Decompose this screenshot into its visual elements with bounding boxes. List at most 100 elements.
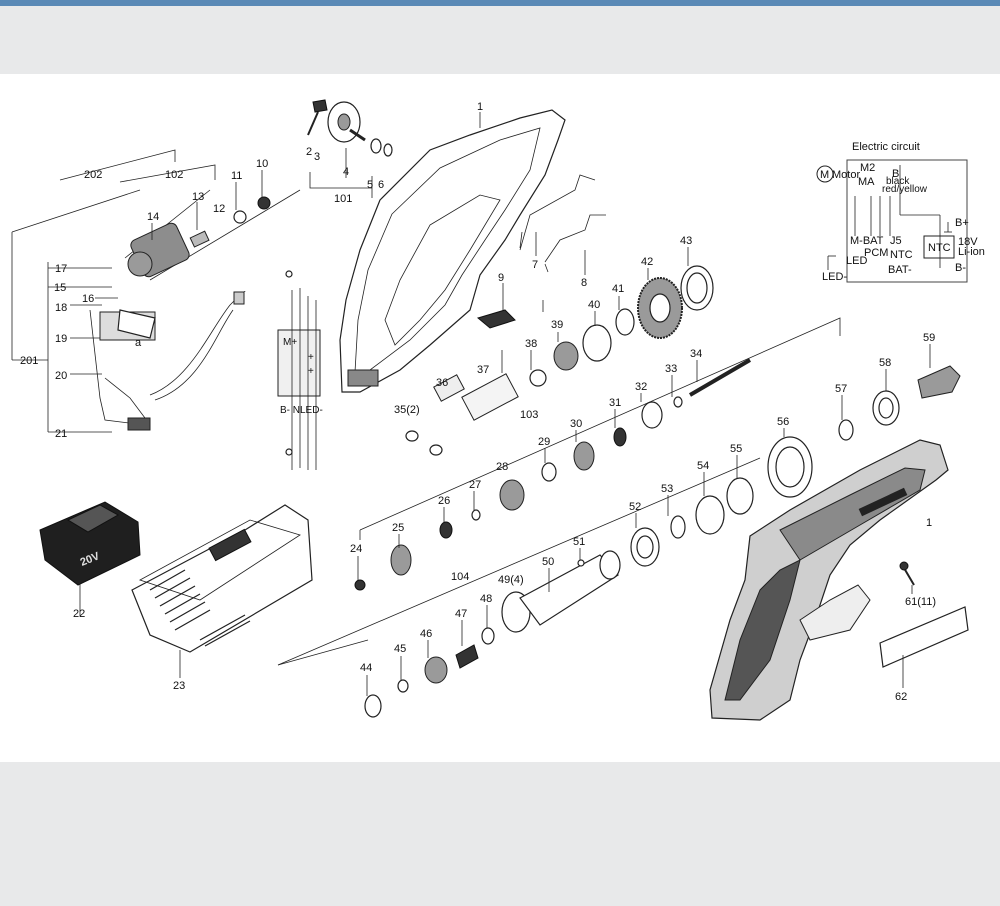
callout-201: 201 bbox=[20, 355, 38, 367]
assembled-drill-body bbox=[709, 439, 949, 721]
callout-35: 35(2) bbox=[394, 404, 420, 416]
callout-2: 2 bbox=[306, 146, 312, 158]
callout-10: 10 bbox=[256, 158, 268, 170]
callout-37: 37 bbox=[477, 364, 489, 376]
callout-11: 11 bbox=[231, 170, 242, 182]
svg-text:18V: 18V bbox=[958, 236, 978, 248]
svg-text:B-: B- bbox=[955, 262, 966, 274]
callout-42: 42 bbox=[641, 256, 653, 268]
callout-34: 34 bbox=[690, 348, 702, 360]
callout-44: 44 bbox=[360, 662, 372, 674]
callout-22: 22 bbox=[73, 608, 85, 620]
electric-circuit-schematic: Electric circuit M Motor M2 MA B black r… bbox=[816, 141, 985, 283]
callout-20: 20 bbox=[55, 370, 67, 382]
motor-assembly bbox=[89, 196, 271, 431]
svg-text:M: M bbox=[820, 169, 829, 181]
svg-text:B: B bbox=[892, 168, 899, 180]
housing-left-half bbox=[339, 109, 566, 393]
callout-47: 47 bbox=[455, 608, 467, 620]
callout-33: 33 bbox=[665, 363, 677, 375]
svg-text:PCM: PCM bbox=[864, 247, 888, 259]
callout-58: 58 bbox=[879, 357, 891, 369]
callout-43: 43 bbox=[680, 235, 692, 247]
callout-38: 38 bbox=[525, 338, 537, 350]
callout-40: 40 bbox=[588, 299, 600, 311]
callout-23: 23 bbox=[173, 680, 185, 692]
callout-29: 29 bbox=[538, 436, 550, 448]
svg-text:M+: M+ bbox=[283, 337, 297, 348]
callout-30: 30 bbox=[570, 418, 582, 430]
callout-52: 52 bbox=[629, 501, 641, 513]
callout-17: 17 bbox=[55, 263, 67, 275]
svg-text:B- NLED-: B- NLED- bbox=[280, 405, 323, 416]
circuit-title: Electric circuit bbox=[852, 141, 920, 153]
callout-25: 25 bbox=[392, 522, 404, 534]
callout-56: 56 bbox=[777, 416, 789, 428]
callout-26: 26 bbox=[438, 495, 450, 507]
callout-36: 36 bbox=[436, 377, 448, 389]
window-top-bar bbox=[0, 0, 1000, 6]
part-9-bracket bbox=[476, 309, 516, 329]
callout-55: 55 bbox=[730, 443, 742, 455]
callout-5: 5 bbox=[367, 179, 373, 191]
callout-54: 54 bbox=[697, 460, 709, 472]
callout-39: 39 bbox=[551, 319, 563, 331]
callout-19: 19 bbox=[55, 333, 67, 345]
svg-text:J5: J5 bbox=[890, 235, 902, 247]
ntc-box bbox=[923, 235, 955, 259]
callout-51: 51 bbox=[573, 536, 585, 548]
callout-9: 9 bbox=[498, 272, 504, 284]
gearbox-parts-middle bbox=[354, 396, 683, 591]
callout-28: 28 bbox=[496, 461, 508, 473]
callout-7: 7 bbox=[532, 259, 538, 271]
svg-text:MA: MA bbox=[858, 176, 875, 188]
callout-1-assembled: 1 bbox=[926, 517, 932, 529]
circuit-frame bbox=[846, 159, 968, 283]
callout-13: 13 bbox=[192, 191, 204, 203]
pcb-module: M+ + + B- NLED- bbox=[277, 270, 323, 470]
callout-102: 102 bbox=[165, 169, 183, 181]
svg-text:LED-: LED- bbox=[822, 271, 847, 283]
svg-text:Li-ion: Li-ion bbox=[958, 246, 985, 258]
callout-62: 62 bbox=[895, 691, 907, 703]
callout-14: 14 bbox=[147, 211, 159, 223]
callout-50: 50 bbox=[542, 556, 554, 568]
motor-mount-parts bbox=[307, 99, 393, 157]
callout-48: 48 bbox=[480, 593, 492, 605]
callout-45: 45 bbox=[394, 643, 406, 655]
svg-text:+: + bbox=[308, 366, 314, 377]
callout-202: 202 bbox=[84, 169, 102, 181]
svg-text:black: black bbox=[886, 176, 910, 187]
svg-text:+: + bbox=[308, 352, 314, 363]
exploded-parts-diagram: Electric circuit M Motor M2 MA B black r… bbox=[11, 99, 985, 721]
callout-53: 53 bbox=[661, 483, 673, 495]
diagram-sheet: Electric circuit M Motor M2 MA B black r… bbox=[0, 74, 1000, 762]
callout-49: 49(4) bbox=[498, 574, 524, 586]
callout-59: 59 bbox=[923, 332, 935, 344]
callout-103: 103 bbox=[520, 409, 538, 421]
svg-text:B+: B+ bbox=[955, 217, 969, 229]
callout-101: 101 bbox=[334, 193, 352, 205]
svg-text:NTC: NTC bbox=[890, 249, 913, 261]
callout-leaders bbox=[79, 112, 931, 696]
callout-27: 27 bbox=[469, 479, 481, 491]
svg-text:Motor: Motor bbox=[832, 169, 860, 181]
charger bbox=[131, 504, 313, 653]
callout-61: 61(11) bbox=[905, 596, 936, 608]
callout-3: 3 bbox=[314, 151, 320, 163]
callout-41: 41 bbox=[612, 283, 624, 295]
callout-15: 15 bbox=[54, 282, 66, 294]
callout-8: 8 bbox=[581, 277, 587, 289]
gearbox-parts-upper bbox=[405, 265, 752, 456]
callout-31: 31 bbox=[609, 397, 621, 409]
callout-labels: 1 2 3 4 5 6 101 7 8 9 10 11 12 13 14 15 … bbox=[20, 101, 936, 703]
callout-32: 32 bbox=[635, 381, 647, 393]
callout-a: a bbox=[135, 337, 142, 349]
gearbox-parts-lower bbox=[364, 550, 621, 718]
callout-104: 104 bbox=[451, 571, 469, 583]
callout-57: 57 bbox=[835, 383, 847, 395]
callout-46: 46 bbox=[420, 628, 432, 640]
screw-and-label bbox=[879, 561, 969, 668]
svg-text:red/yellow: red/yellow bbox=[882, 184, 928, 195]
callout-12: 12 bbox=[213, 203, 225, 215]
